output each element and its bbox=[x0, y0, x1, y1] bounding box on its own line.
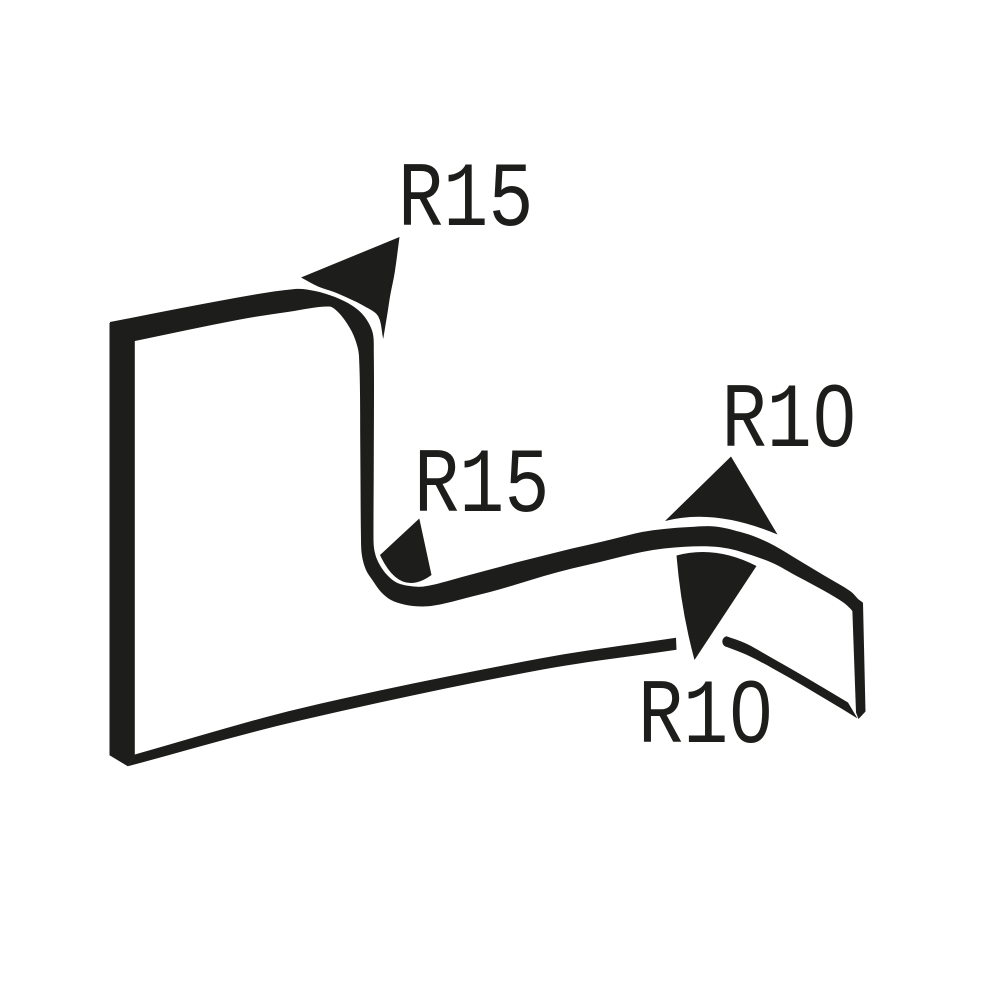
svg-text:R15: R15 bbox=[414, 434, 550, 539]
svg-text:R15: R15 bbox=[398, 148, 534, 253]
